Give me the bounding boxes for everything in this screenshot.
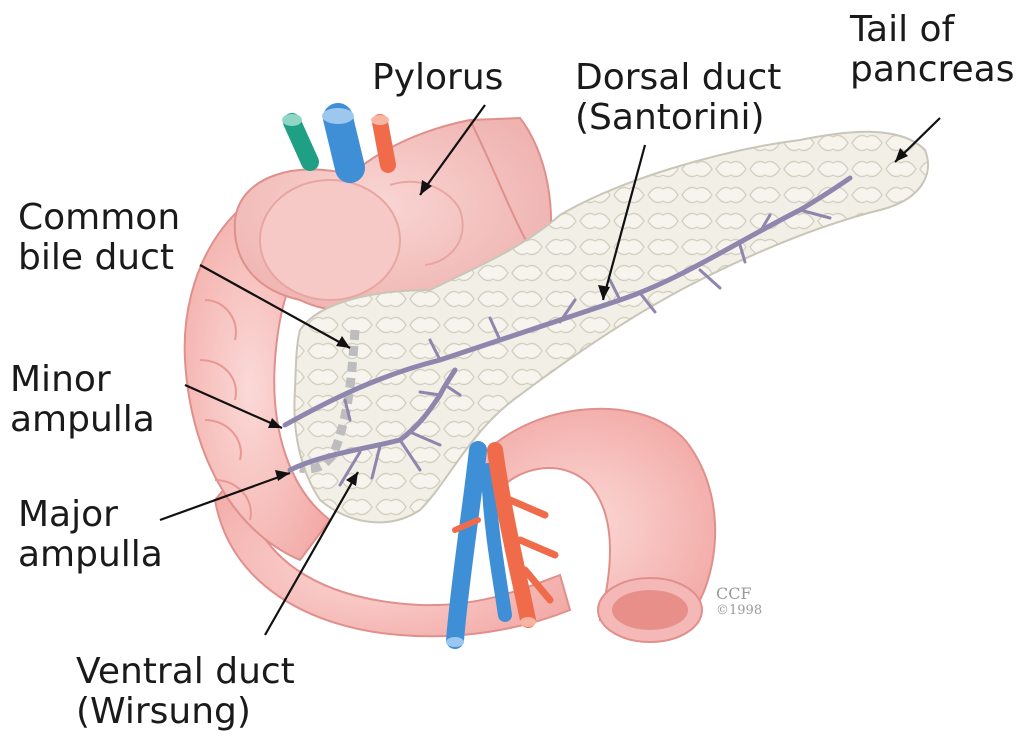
label-tail-line1: Tail of bbox=[850, 10, 1015, 50]
label-tail-line2: pancreas bbox=[850, 50, 1015, 90]
label-cbd-line1: Common bbox=[18, 198, 180, 238]
label-minor-line2: ampulla bbox=[10, 400, 155, 440]
label-pylorus-line1: Pylorus bbox=[372, 58, 503, 98]
label-tail-of-pancreas: Tail of pancreas bbox=[850, 10, 1015, 90]
label-ventral-line1: Ventral duct bbox=[76, 652, 295, 692]
label-dorsal-duct-line2: (Santorini) bbox=[575, 98, 781, 138]
label-cbd-line2: bile duct bbox=[18, 238, 180, 278]
label-pylorus: Pylorus bbox=[372, 58, 503, 98]
label-major-ampulla: Major ampulla bbox=[18, 495, 163, 575]
label-ventral-duct: Ventral duct (Wirsung) bbox=[76, 652, 295, 732]
label-major-line1: Major bbox=[18, 495, 163, 535]
label-common-bile-duct: Common bile duct bbox=[18, 198, 180, 278]
credit-org: CCF bbox=[716, 584, 752, 603]
label-minor-ampulla: Minor ampulla bbox=[10, 360, 155, 440]
label-dorsal-duct: Dorsal duct (Santorini) bbox=[575, 58, 781, 138]
label-ventral-line2: (Wirsung) bbox=[76, 692, 295, 732]
label-minor-line1: Minor bbox=[10, 360, 155, 400]
label-major-line2: ampulla bbox=[18, 535, 163, 575]
label-dorsal-duct-line1: Dorsal duct bbox=[575, 58, 781, 98]
credit-year: ©1998 bbox=[716, 603, 762, 618]
